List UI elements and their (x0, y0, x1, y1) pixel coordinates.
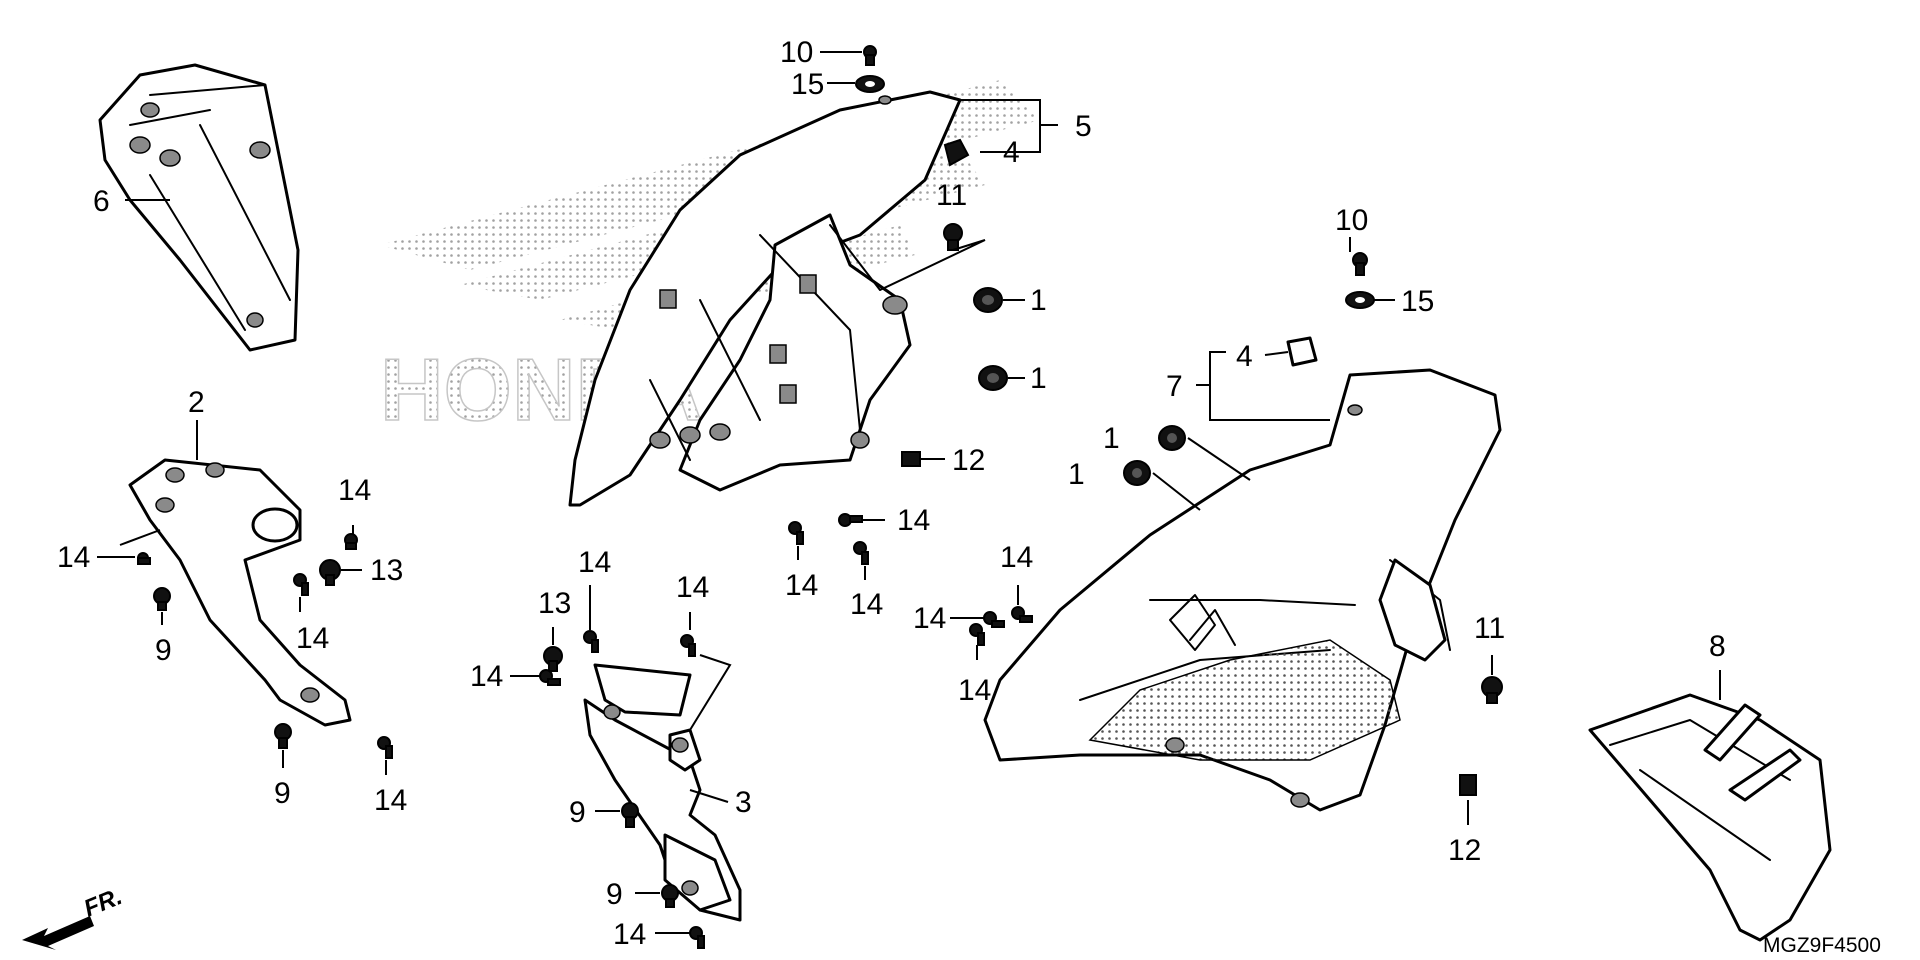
screw-icon (539, 669, 561, 686)
part-8-side-panel (1588, 693, 1832, 942)
washer-icon (1345, 291, 1375, 309)
direction-label: FR. (80, 883, 126, 923)
spring-nut-icon (901, 451, 921, 467)
callout-14: 14 (338, 474, 371, 507)
part-2-stay (128, 458, 352, 727)
callout-1: 1 (1030, 284, 1047, 317)
callout-14: 14 (850, 588, 883, 621)
screw-icon (153, 587, 171, 611)
callout-9: 9 (606, 878, 623, 911)
clip-icon (543, 646, 563, 672)
callout-10: 10 (1335, 204, 1368, 237)
callout-14: 14 (470, 660, 503, 693)
callout-14: 14 (296, 622, 329, 655)
spring-nut-icon (1459, 774, 1477, 796)
leader-lines (97, 51, 1721, 934)
clip-icon (1286, 336, 1318, 367)
callout-14: 14 (897, 504, 930, 537)
screw-icon (680, 634, 696, 657)
grommet-icon (1158, 425, 1186, 451)
callout-10: 10 (780, 36, 813, 69)
screw-icon (943, 223, 963, 251)
callout-15: 15 (791, 68, 824, 101)
callout-6: 6 (93, 185, 110, 218)
callouts: 10 15 5 4 11 1 1 12 14 14 14 6 2 14 14 1… (57, 36, 1881, 957)
part-5-upper-cowl (568, 90, 962, 507)
callout-14: 14 (613, 918, 646, 951)
screw-icon (621, 802, 639, 828)
screw-icon (274, 723, 292, 749)
clip-icon (943, 138, 970, 167)
callout-2: 2 (188, 386, 205, 419)
screw-icon (1481, 676, 1503, 704)
callout-14: 14 (676, 571, 709, 604)
screw-icon (838, 513, 863, 527)
callout-12: 12 (1448, 834, 1481, 867)
callout-9: 9 (274, 777, 291, 810)
washer-icon (855, 75, 885, 93)
callout-7: 7 (1166, 370, 1183, 403)
callout-1: 1 (1103, 422, 1120, 455)
screw-icon (689, 926, 705, 949)
part-3-bracket (583, 663, 742, 922)
callout-9: 9 (569, 796, 586, 829)
screw-icon (293, 573, 309, 596)
callout-13: 13 (538, 587, 571, 620)
callout-14: 14 (374, 784, 407, 817)
screw-icon (661, 884, 679, 908)
callout-11: 11 (936, 179, 967, 212)
callout-14: 14 (958, 674, 991, 707)
screw-icon (583, 630, 599, 653)
callout-1: 1 (1068, 458, 1085, 491)
screw-icon (969, 623, 985, 646)
callout-9: 9 (155, 634, 172, 667)
callout-13: 13 (370, 554, 403, 587)
screw-icon (137, 552, 151, 565)
screw-icon (1011, 606, 1033, 623)
grommet-icon (973, 287, 1003, 313)
part-7-front-fairing (983, 368, 1502, 812)
callout-3: 3 (735, 786, 752, 819)
callout-11: 11 (1474, 612, 1505, 645)
callout-14: 14 (578, 546, 611, 579)
callout-14: 14 (785, 569, 818, 602)
hardware (137, 45, 1503, 949)
grommet-icon (978, 365, 1008, 391)
drawing-code: MGZ9F4500 (1763, 934, 1881, 957)
screw-icon (853, 541, 869, 565)
callout-14: 14 (1000, 541, 1033, 574)
callout-5: 5 (1075, 110, 1092, 143)
callout-4: 4 (1003, 136, 1020, 169)
callout-15: 15 (1401, 285, 1434, 318)
bolt-icon (863, 45, 877, 66)
grommet-icon (1123, 460, 1151, 486)
screw-icon (377, 736, 393, 759)
bolt-icon (1352, 252, 1368, 276)
callout-4: 4 (1236, 340, 1253, 373)
callout-14: 14 (57, 541, 90, 574)
clip-icon (319, 559, 341, 586)
part-6-inner-cover (98, 63, 300, 352)
callout-1: 1 (1030, 362, 1047, 395)
screw-icon (788, 521, 804, 545)
screw-icon (344, 533, 358, 550)
callout-14: 14 (913, 602, 946, 635)
screw-icon (983, 611, 1005, 628)
callout-12: 12 (952, 444, 985, 477)
front-direction-arrow-icon: FR. (22, 883, 126, 950)
callout-8: 8 (1709, 630, 1726, 663)
